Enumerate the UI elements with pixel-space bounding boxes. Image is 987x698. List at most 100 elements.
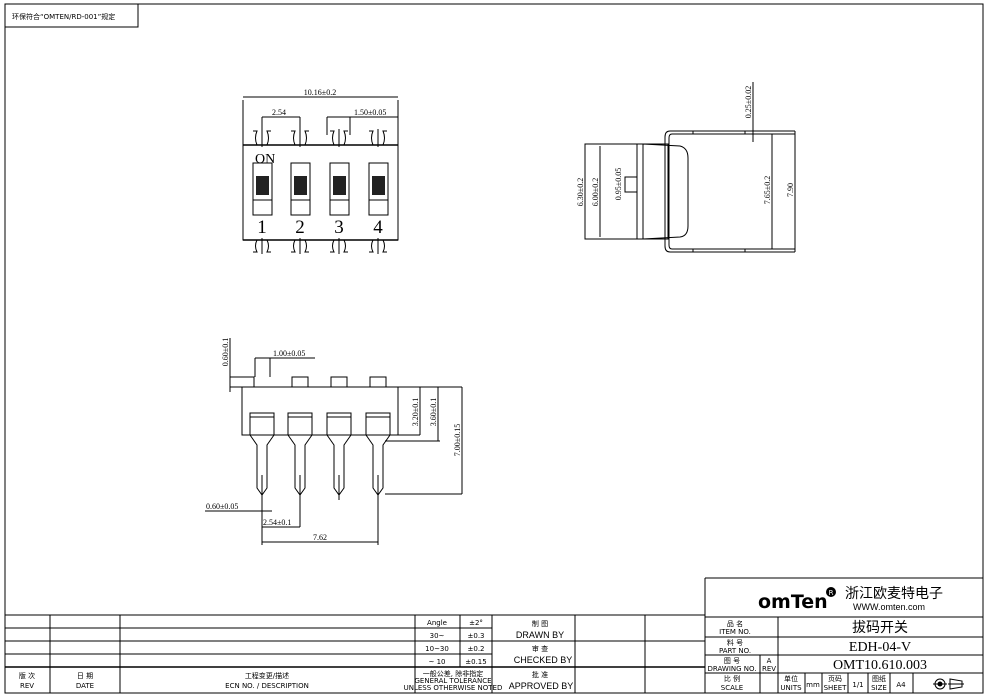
switch-actuator bbox=[372, 176, 385, 195]
units-label-en: UNITS bbox=[780, 684, 802, 692]
rev-value: A bbox=[767, 657, 772, 665]
units-value: mm bbox=[806, 681, 820, 689]
sheet-border bbox=[4, 3, 984, 694]
dim-frame-thickness: 0.25±0.02 bbox=[744, 86, 753, 118]
company-website: WWW.omten.com bbox=[853, 602, 925, 612]
pin bbox=[365, 412, 391, 500]
company-name: 浙江欧麦特电子 bbox=[845, 586, 943, 602]
terminal-lead bbox=[253, 238, 271, 254]
terminal-lead bbox=[369, 238, 387, 254]
bottom-view: 0.60±0.1 1.00±0.05 3.20±0.1 3.60±0.1 7.0… bbox=[205, 338, 463, 545]
tolerance-range: Angle bbox=[427, 619, 447, 627]
switch-actuator bbox=[294, 176, 307, 195]
projection-symbol-icon bbox=[933, 678, 964, 690]
dim-inner-height: 6.00±0.2 bbox=[591, 178, 600, 206]
dim-lever-width: 1.50±0.05 bbox=[354, 108, 386, 117]
revision-table: 版 次 REV 日 期 DATE 工程变更/描述 ECN NO. / DESCR… bbox=[5, 578, 706, 693]
switch-slot bbox=[329, 162, 350, 216]
title-block: omTen R 浙江欧麦特电子 WWW.omten.com 品 名 ITEM N… bbox=[705, 577, 983, 693]
terminal-lead bbox=[291, 238, 309, 254]
general-tolerance-note: UNLESS OTHERWISE NOTED bbox=[404, 684, 503, 692]
date-header-cn: 日 期 bbox=[77, 672, 93, 680]
header-note: 环保符合“OMTEN/RD-001”规定 bbox=[12, 12, 115, 21]
header-note-box bbox=[4, 3, 139, 28]
switch-actuator bbox=[333, 176, 346, 195]
rev-label: REV bbox=[762, 665, 776, 673]
dim-pin-pitch: 2.54±0.1 bbox=[263, 518, 291, 527]
date-header-en: DATE bbox=[76, 682, 94, 690]
switch-slot bbox=[252, 162, 273, 216]
tolerance-range: 10~30 bbox=[425, 645, 449, 653]
terminal-lead bbox=[291, 129, 309, 147]
switch-slot bbox=[368, 162, 389, 216]
tolerance-range: 30~ bbox=[430, 632, 445, 640]
pin bbox=[326, 412, 352, 500]
part-label-cn: 料 号 bbox=[727, 638, 743, 647]
tolerance-value: ±0.2 bbox=[468, 645, 485, 653]
tolerance-value: ±0.3 bbox=[468, 632, 485, 640]
approved-by-cn: 批 准 bbox=[532, 670, 548, 679]
item-label-cn: 品 名 bbox=[727, 619, 743, 628]
switch-number: 4 bbox=[373, 217, 383, 238]
top-tab bbox=[369, 376, 387, 388]
approved-by-label: APPROVED BY bbox=[509, 681, 574, 691]
registered-mark: R bbox=[829, 589, 834, 597]
sheet-label-cn: 页码 bbox=[828, 675, 842, 683]
tolerance-value: ±0.15 bbox=[465, 658, 486, 666]
checked-by-label: CHECKED BY bbox=[514, 655, 573, 665]
sheet-value: 1/1 bbox=[852, 681, 863, 689]
top-tab bbox=[291, 376, 309, 388]
dim-overall-width: 10.16±0.2 bbox=[304, 88, 336, 97]
size-label-en: SIZE bbox=[871, 684, 887, 692]
part-value: EDH-04-V bbox=[849, 640, 911, 655]
terminal-lead bbox=[369, 129, 387, 147]
pin bbox=[249, 412, 275, 500]
dim-shoulder: 3.60±0.1 bbox=[429, 398, 438, 426]
side-view: 6.30±0.2 6.00±0.2 0.95±0.05 0.25±0.02 7.… bbox=[576, 82, 796, 253]
scale-label-cn: 比 例 bbox=[724, 674, 740, 683]
units-label-cn: 单位 bbox=[784, 674, 798, 683]
drawing-number: OMT10.610.003 bbox=[833, 658, 927, 673]
drawn-by-cn: 制 图 bbox=[532, 619, 548, 628]
switch-slot bbox=[290, 162, 311, 216]
terminal-lead bbox=[330, 238, 348, 254]
drawn-by-label: DRAWN BY bbox=[516, 630, 564, 640]
switch-number: 2 bbox=[295, 217, 305, 238]
item-value: 拔码开关 bbox=[852, 620, 908, 636]
dim-frame-inner: 7.65±0.2 bbox=[763, 176, 772, 204]
dim-pin-width: 0.60±0.05 bbox=[206, 502, 238, 511]
size-value: A4 bbox=[896, 681, 906, 689]
registered-icon bbox=[826, 587, 836, 597]
rev-header-en: REV bbox=[20, 682, 34, 690]
desc-header-cn: 工程变更/描述 bbox=[245, 671, 289, 680]
dim-tab-width: 1.00±0.05 bbox=[273, 349, 305, 358]
dim-slider: 0.95±0.05 bbox=[614, 168, 623, 200]
rev-header-cn: 版 次 bbox=[19, 671, 35, 680]
general-tolerance-en: GENERAL TOLERANCE bbox=[414, 677, 491, 685]
drawing-label-en: DRAWING NO. bbox=[708, 665, 757, 673]
size-label-cn: 图纸 bbox=[872, 674, 886, 683]
drawing-label-cn: 图 号 bbox=[724, 657, 740, 665]
dim-body-depth: 3.20±0.1 bbox=[411, 398, 420, 426]
tolerance-value: ±2° bbox=[469, 619, 483, 627]
dim-pitch: 2.54 bbox=[272, 108, 286, 117]
scale-label-en: SCALE bbox=[721, 684, 743, 692]
dim-body-height: 6.30±0.2 bbox=[576, 178, 585, 206]
item-label-en: ITEM NO. bbox=[719, 628, 751, 636]
pin bbox=[287, 412, 313, 500]
tolerance-range: ~ 10 bbox=[429, 658, 446, 666]
terminal-lead bbox=[253, 129, 271, 147]
desc-header-en: ECN NO. / DESCRIPTION bbox=[225, 682, 309, 690]
switch-number: 1 bbox=[257, 217, 267, 238]
dim-tab-height: 0.60±0.1 bbox=[221, 338, 230, 366]
dim-row-span: 7.62 bbox=[313, 533, 327, 542]
dim-frame-outer: 7.90 bbox=[786, 183, 795, 197]
general-tolerance-cn: 一般公差, 除非指定 bbox=[423, 669, 483, 678]
sheet-label-en: SHEET bbox=[824, 684, 848, 692]
switch-actuator bbox=[256, 176, 269, 195]
omten-logo: omTen bbox=[758, 591, 828, 613]
dim-pin-length: 7.00±0.15 bbox=[453, 424, 462, 456]
top-tab bbox=[330, 376, 348, 388]
